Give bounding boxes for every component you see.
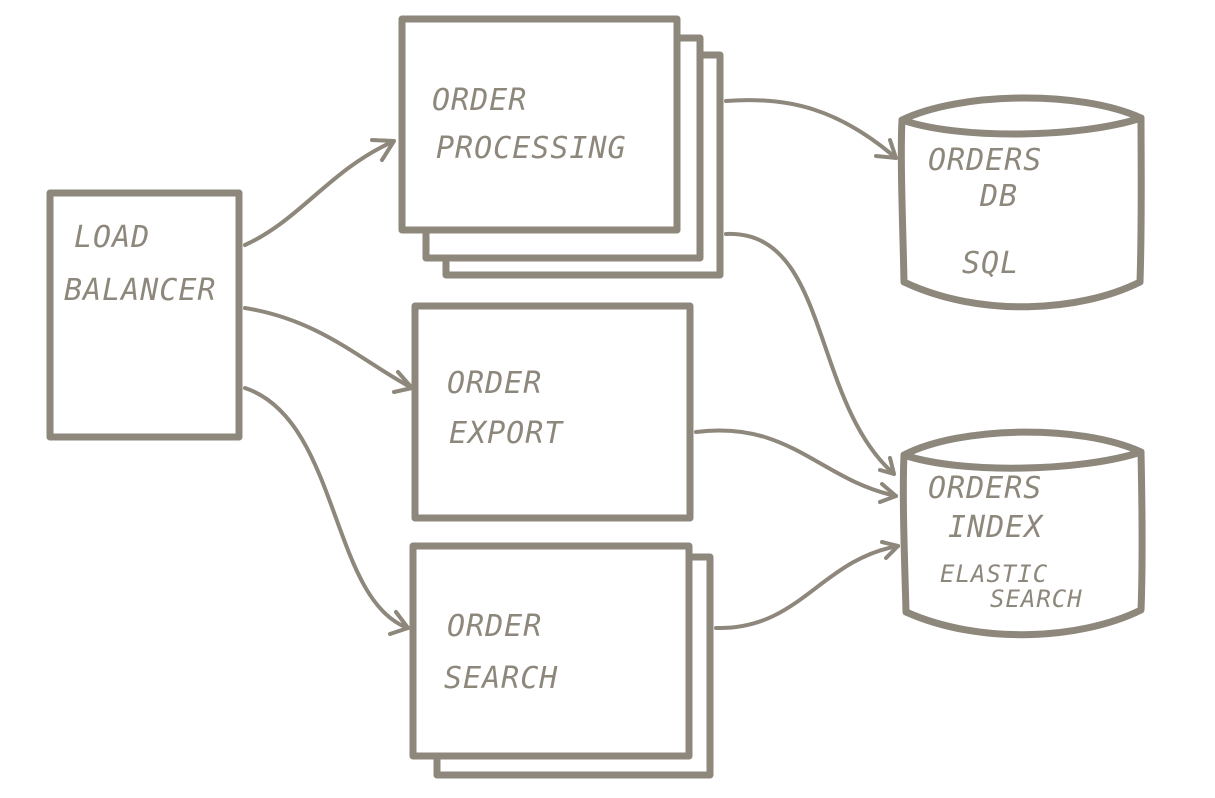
orders-db-node: ORDERS DB SQL [897,94,1145,311]
order-processing-label-line1: ORDER [432,83,527,118]
edge-order-processing-to-orders-index [724,231,896,476]
load-balancer-label-line2: BALANCER [64,273,217,308]
load-balancer-box [46,189,243,441]
orders-db-label-line1: ORDERS [928,143,1042,178]
order-search-label-line1: ORDER [447,609,542,644]
orders-db-label-line2: DB [979,179,1018,214]
order-export-node: ORDER EXPORT [411,302,694,522]
load-balancer-node: LOAD BALANCER [46,189,243,441]
order-search-box [409,542,693,760]
orders-index-label-line4: SEARCH [990,585,1083,613]
edge-order-search-to-orders-index [714,540,900,631]
edge-load-balancer-to-order-processing [243,138,396,247]
order-processing-node: ORDER PROCESSING [398,15,724,279]
order-export-label-line1: ORDER [447,366,542,401]
edge-load-balancer-to-order-export [243,306,414,394]
edge-load-balancer-to-order-search [243,386,410,636]
edge-order-export-to-orders-index [694,428,898,504]
orders-index-cylinder [899,428,1146,639]
load-balancer-label-line1: LOAD [74,220,150,255]
order-search-label-line2: SEARCH [444,661,558,696]
orders-index-cylinder-rim [900,448,1145,472]
orders-index-label-line3: ELASTIC [940,560,1048,588]
order-search-node: ORDER SEARCH [409,542,714,779]
order-export-box [411,302,694,522]
edge-order-processing-to-orders-db [724,98,898,160]
order-export-label-line2: EXPORT [449,416,564,451]
orders-index-label-line2: INDEX [948,510,1044,545]
orders-db-label-line3: SQL [962,246,1019,281]
order-processing-label-line2: PROCESSING [436,131,627,166]
orders-index-label-line1: ORDERS [928,471,1042,506]
order-processing-box [398,15,681,234]
orders-index-node: ORDERS INDEX ELASTIC SEARCH [899,428,1146,639]
orders-db-cylinder [897,94,1145,311]
orders-db-cylinder-rim [898,114,1145,138]
